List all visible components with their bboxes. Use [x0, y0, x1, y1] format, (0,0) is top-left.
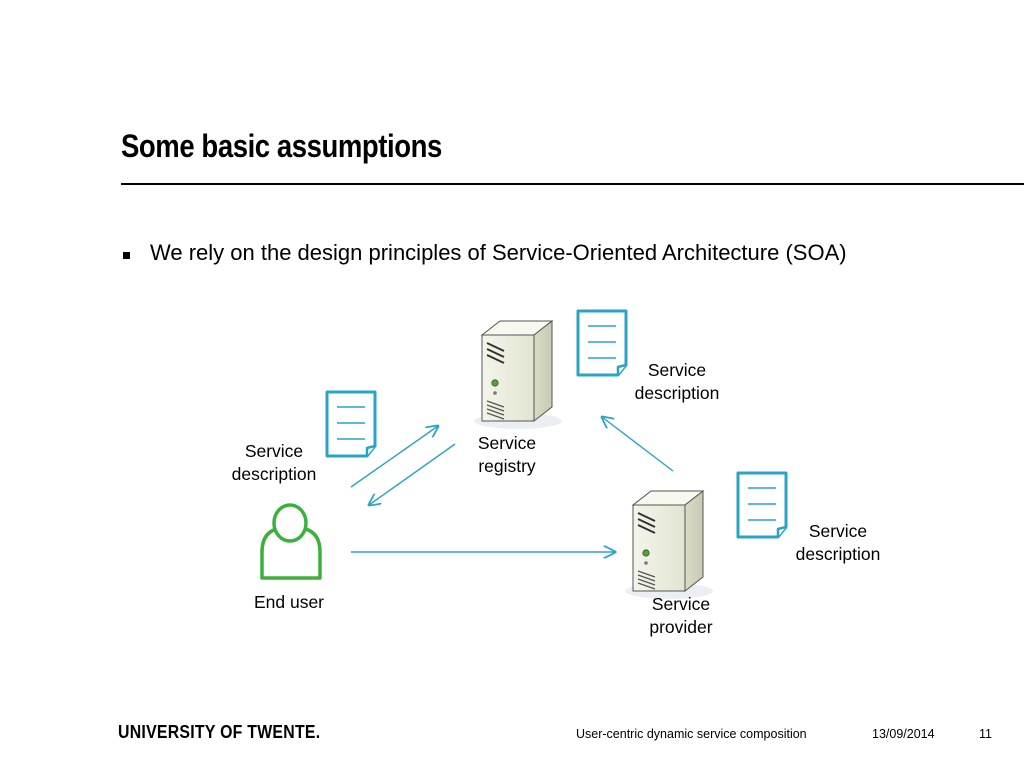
registry-description-label-line2: description — [634, 383, 720, 403]
user-description-label-line1: Service — [244, 441, 304, 461]
registry-server-icon — [473, 320, 563, 430]
arrow-registry-to-user — [369, 443, 456, 505]
registry-description-label-line1: Service — [647, 360, 707, 380]
footer-presentation-title: User-centric dynamic service composition — [576, 727, 807, 741]
bullet-text: We rely on the design principles of Serv… — [150, 240, 847, 265]
university-logo: UNIVERSITY OF TWENTE. — [118, 722, 321, 742]
registry-description-label: Service description — [622, 359, 732, 405]
user-description-label: Service description — [219, 440, 329, 486]
provider-server-icon — [624, 490, 714, 600]
bullet-square-icon — [123, 252, 130, 259]
registry-label-line1: Service — [477, 433, 537, 453]
provider-label-line1: Service — [651, 594, 711, 614]
provider-description-label-line1: Service — [808, 521, 868, 541]
registry-description-document-icon — [576, 309, 628, 377]
provider-description-document-icon — [736, 471, 788, 539]
provider-description-label: Service description — [783, 520, 893, 566]
arrow-user-to-registry — [350, 426, 438, 488]
provider-description-label-line2: description — [795, 544, 881, 564]
user-description-label-line2: description — [231, 464, 317, 484]
user-description-document-icon — [325, 390, 377, 458]
registry-label: Service registry — [462, 432, 552, 478]
provider-label: Service provider — [636, 593, 726, 639]
provider-label-line2: provider — [649, 617, 713, 637]
registry-label-line2: registry — [478, 456, 536, 476]
footer-page-number: 11 — [979, 727, 992, 741]
slide-title: Some basic assumptions — [121, 128, 442, 164]
end-user-icon — [260, 503, 322, 580]
end-user-label: End user — [253, 592, 325, 612]
footer-date: 13/09/2014 — [872, 727, 935, 741]
title-divider — [121, 183, 1024, 185]
arrow-provider-to-registry — [602, 417, 674, 472]
